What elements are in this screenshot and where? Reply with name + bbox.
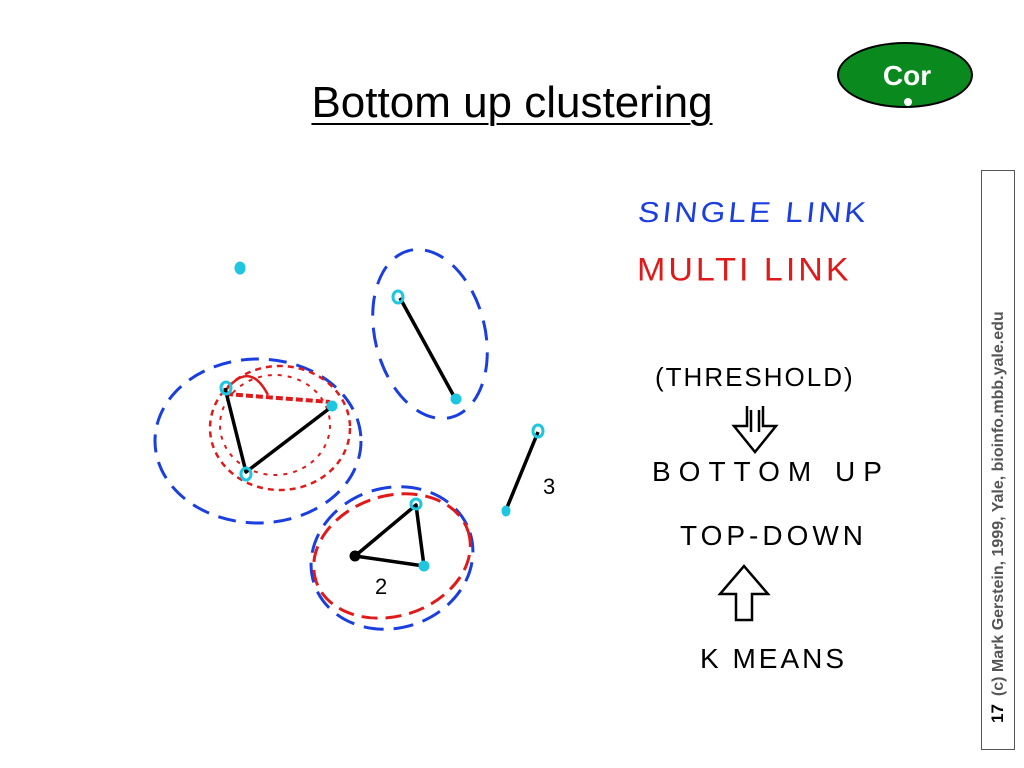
data-points: [219, 261, 545, 572]
data-point: [234, 261, 246, 275]
top-down-label: TOP-DOWN: [680, 520, 868, 551]
left-cluster-red-link: [225, 392, 331, 404]
single-link-label: SINGLE LINK: [636, 196, 871, 229]
credit-sidebar: 17(c) Mark Gerstein, 1999, Yale, bioinfo…: [981, 170, 1015, 750]
cluster-2-label: 2: [375, 574, 391, 599]
upper-cluster-blue-boundary: [371, 248, 489, 420]
left-cluster-blue-boundary: [153, 357, 363, 525]
data-point: [409, 497, 423, 511]
data-point: [391, 289, 405, 305]
k-means-label: K MEANS: [700, 643, 848, 674]
multi-link-label: MULTI LINK: [637, 252, 852, 289]
up-arrow-icon: [717, 564, 771, 622]
pair-cluster-link: [504, 431, 540, 511]
bottom-up-label: BOTTOM UP: [652, 456, 890, 487]
left-cluster-black-link: [223, 387, 332, 474]
data-point: [349, 550, 361, 562]
threshold-label: (THRESHOLD): [655, 362, 855, 392]
upper-cluster-black-link: [398, 297, 458, 401]
lower-cluster-black-triangle: [353, 503, 426, 568]
badge-dot: [904, 98, 912, 106]
data-point: [418, 560, 430, 572]
badge: Cor: [837, 42, 973, 108]
data-point: [450, 393, 462, 405]
slide-title: Bottom up clustering: [311, 78, 713, 127]
data-point: [501, 505, 511, 517]
left-cluster-red-boundary: [208, 364, 352, 492]
data-point: [531, 423, 545, 439]
data-point: [219, 380, 233, 396]
lower-cluster-red-boundary: [312, 492, 472, 620]
cluster-3-label: 3: [543, 474, 559, 499]
data-point: [326, 400, 338, 412]
lower-cluster: [309, 485, 475, 631]
left-cluster: [153, 357, 363, 525]
upper-cluster: [371, 248, 489, 420]
down-arrow-icon: [731, 406, 779, 454]
badge-label: Cor: [882, 60, 932, 91]
data-point: [239, 466, 253, 482]
left-cluster-red-boundary-inner: [219, 374, 331, 476]
